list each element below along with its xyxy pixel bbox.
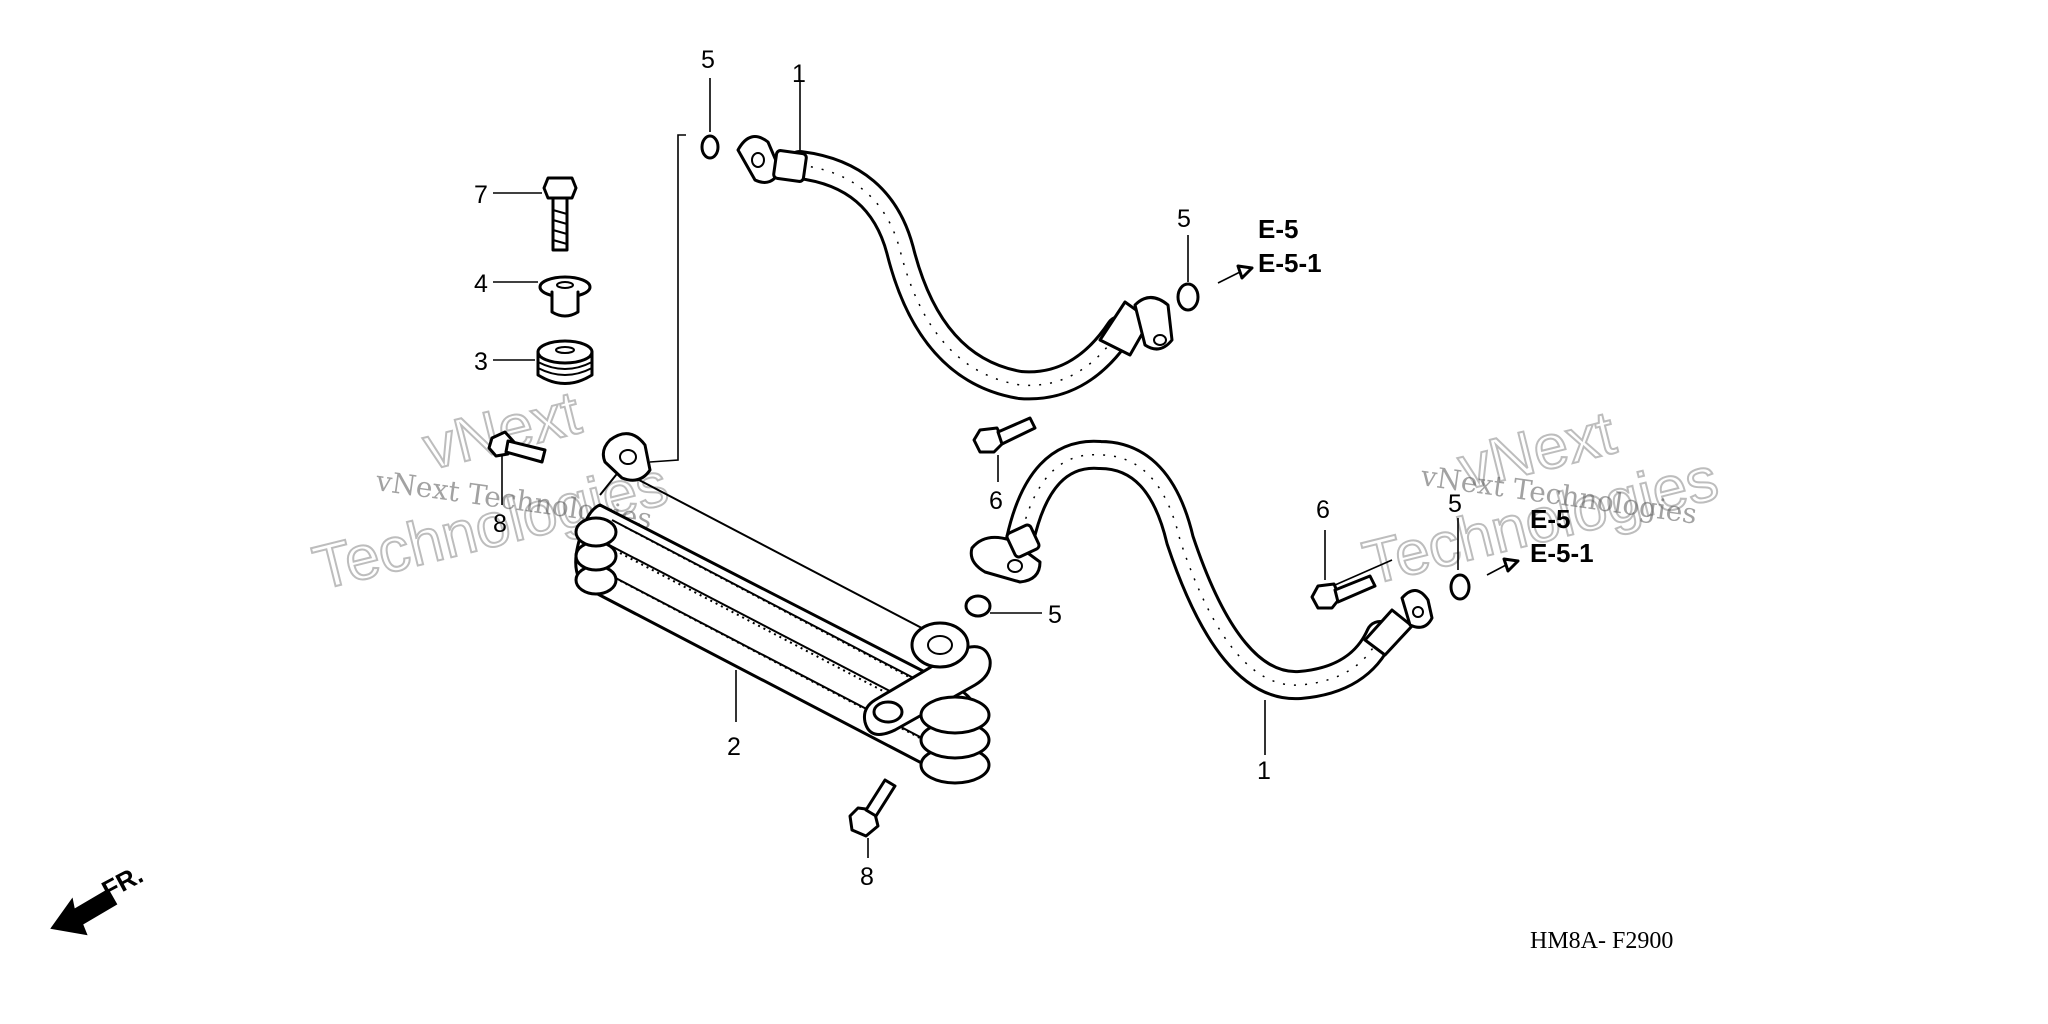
bolt-6-right — [1310, 574, 1377, 610]
callout-5-b: 5 — [1177, 205, 1191, 233]
o-ring-5d — [1449, 573, 1471, 601]
ref-upper-e5-1: E-5-1 — [1258, 248, 1322, 278]
callout-1-lower: 1 — [1257, 757, 1271, 785]
callout-8-lower: 8 — [860, 863, 874, 891]
o-ring-5b — [1176, 282, 1200, 312]
bolt-7 — [542, 176, 578, 252]
callout-1-upper: 1 — [792, 60, 806, 88]
callout-5-a: 5 — [701, 46, 715, 74]
o-ring-5a — [700, 134, 720, 160]
ref-upper-e5: E-5 — [1258, 214, 1298, 244]
callouts: 1 1 2 3 4 5 5 5 5 6 6 7 8 8 — [474, 46, 1462, 891]
callout-5-d: 5 — [1448, 490, 1462, 518]
ref-lower-e5-1: E-5-1 — [1530, 538, 1594, 568]
callout-6-right: 6 — [1316, 496, 1330, 524]
bolt-8-lower — [848, 778, 897, 838]
callout-8-upper: 8 — [493, 510, 507, 538]
collar-4 — [538, 275, 592, 318]
watermark-right: vNext Technologies vNext Technologies — [1356, 397, 1726, 599]
o-ring-5c — [964, 594, 992, 618]
callout-6-middle: 6 — [989, 487, 1003, 515]
callout-4: 4 — [474, 270, 488, 298]
bolt-8-upper — [487, 430, 547, 464]
diagram-code: HM8A- F2900 — [1530, 928, 1673, 954]
callout-3: 3 — [474, 348, 488, 376]
hose-lower — [969, 439, 1434, 701]
callout-7: 7 — [474, 181, 488, 209]
leader-lines — [493, 78, 1520, 858]
cross-references: E-5 E-5-1 E-5 E-5-1 — [1258, 214, 1594, 568]
callout-2: 2 — [727, 733, 741, 761]
callout-5-c: 5 — [1048, 601, 1062, 629]
front-arrow-icon — [50, 888, 118, 936]
bolt-6-middle — [972, 416, 1037, 454]
ref-lower-e5: E-5 — [1530, 504, 1570, 534]
hose-upper — [736, 135, 1174, 401]
grommet-3 — [536, 339, 594, 385]
oil-cooler — [574, 432, 992, 785]
front-direction-arrow: FR. — [50, 859, 148, 936]
